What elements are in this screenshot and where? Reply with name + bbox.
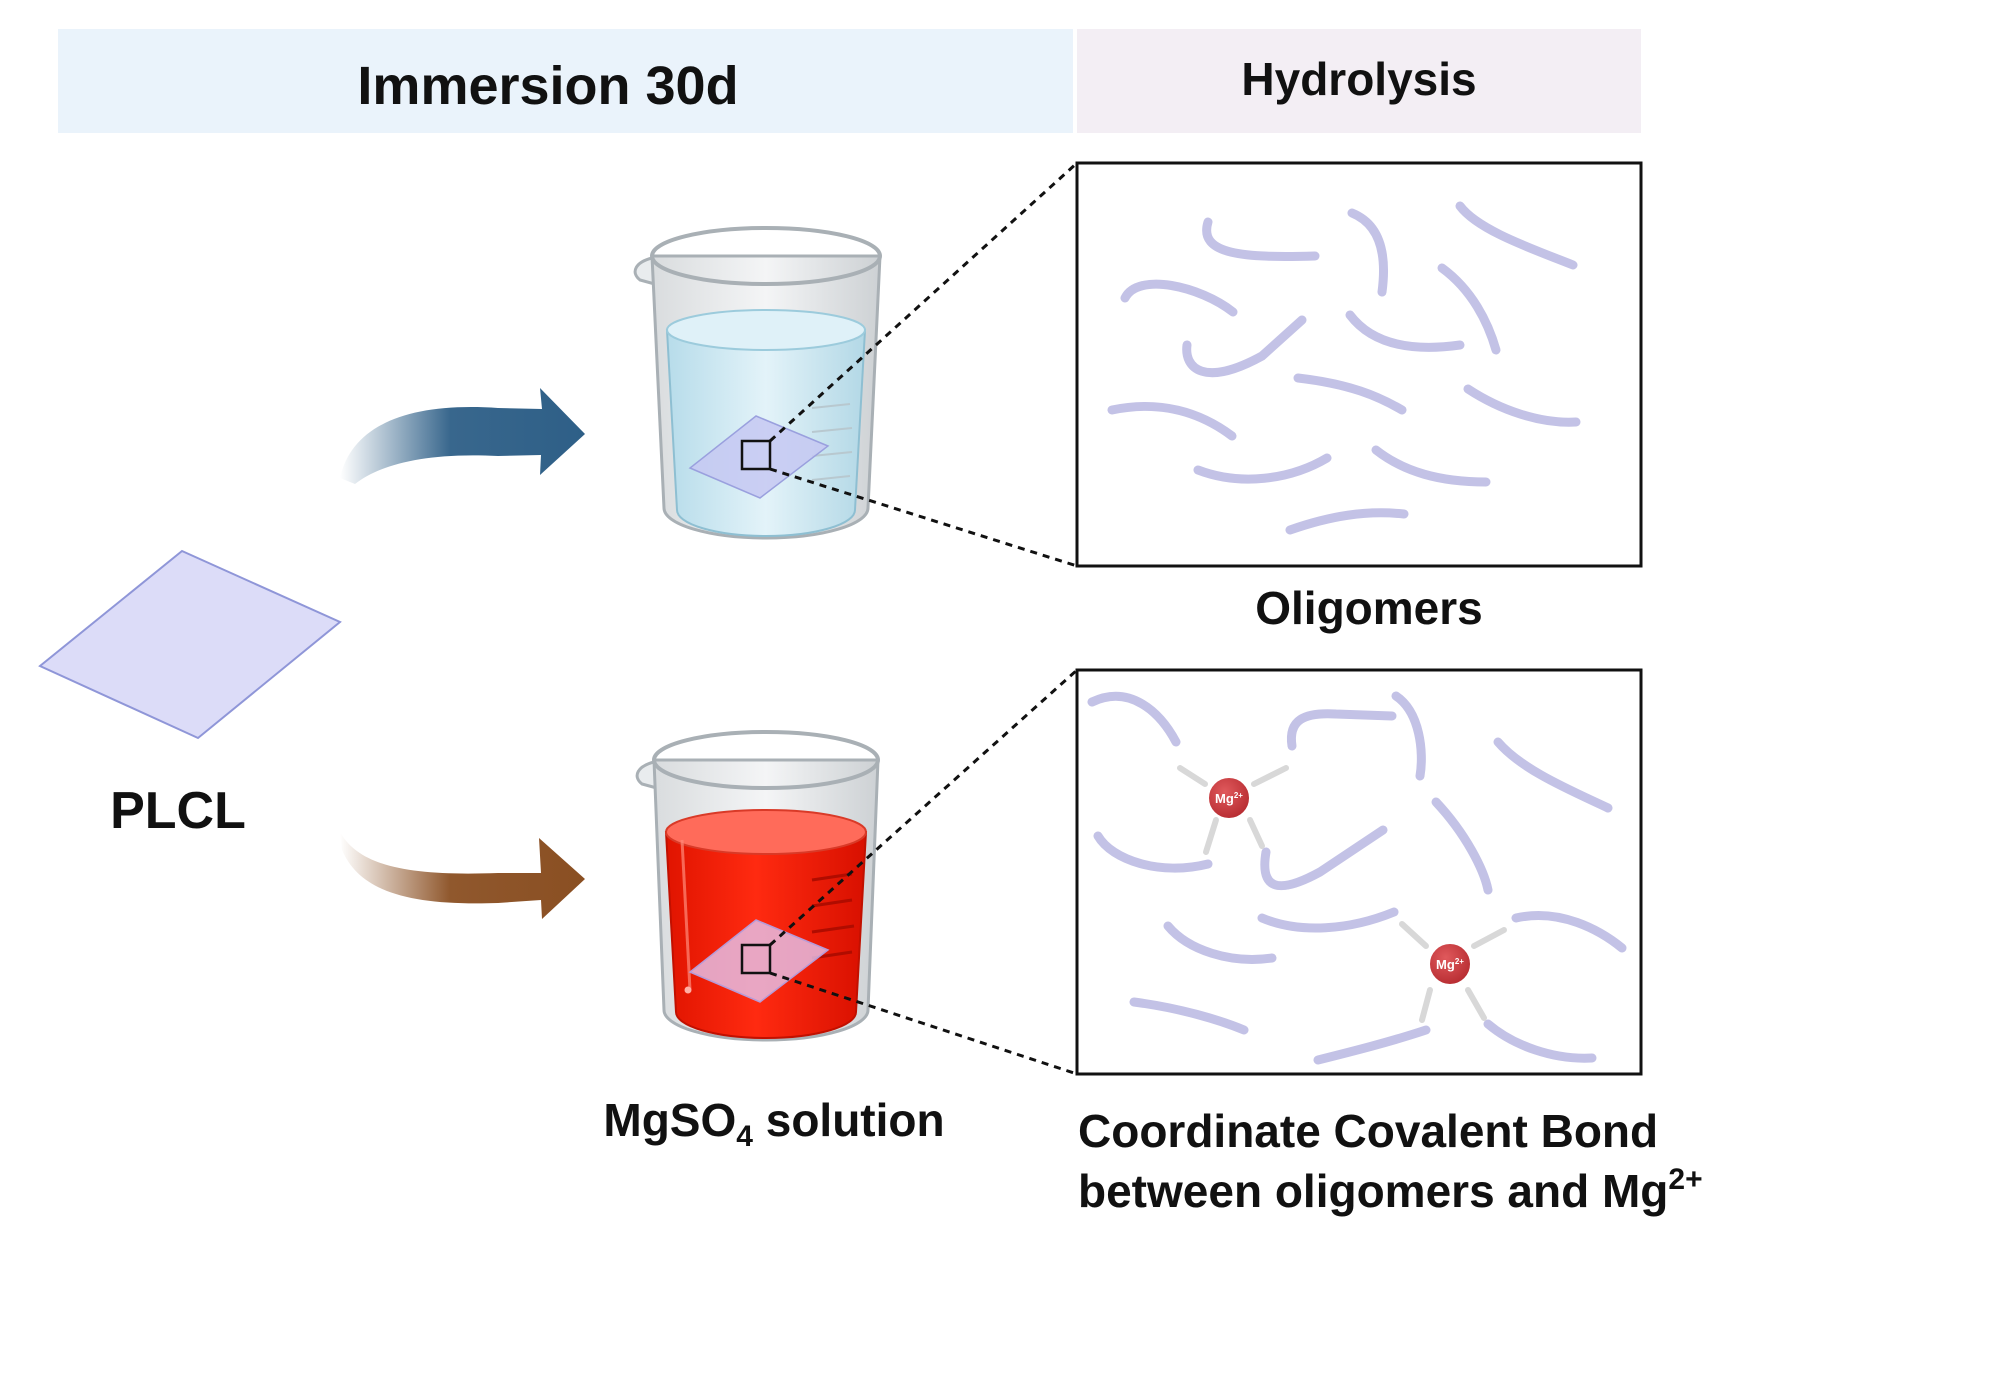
oligomers-panel-frame	[1075, 161, 1643, 568]
coordinate-bond	[1399, 921, 1429, 949]
oligomer-chain	[1371, 445, 1491, 487]
zoom-line-bottom-upper	[768, 668, 1079, 947]
oligomer-chain	[1391, 691, 1426, 781]
coordinate-bond	[1247, 817, 1265, 849]
oligomer-chain	[1129, 997, 1249, 1035]
oligomer-chain	[1511, 911, 1627, 953]
arrow-to-mgso4	[340, 832, 585, 919]
oligomer-chain	[1437, 263, 1501, 355]
oligomer-chain	[1483, 1019, 1597, 1063]
zoom-line-top-lower	[769, 467, 1078, 568]
oligomers-caption: Oligomers	[1255, 582, 1483, 634]
coordination-panel: Mg2+ Mg2+	[1075, 668, 1643, 1076]
beaker-mgso4-bubble	[684, 986, 692, 994]
beaker-water-surface	[666, 309, 866, 351]
oligomer-chain	[1293, 373, 1407, 415]
mg-ion: Mg2+	[1428, 942, 1472, 986]
oligomer-chain	[1431, 797, 1493, 895]
oligomer-chain	[1093, 831, 1213, 873]
zoom-marker-top	[740, 439, 772, 471]
beaker-water	[633, 226, 882, 540]
coordinate-bond	[1203, 817, 1219, 855]
oligomer-chain	[1345, 310, 1465, 352]
coordinate-bond	[1177, 765, 1208, 787]
header-immersion-band	[58, 29, 1073, 133]
mg-ion-sphere	[1207, 776, 1251, 820]
oligomer-chain	[1193, 453, 1332, 484]
coordination-caption-line1: Coordinate Covalent Bond	[1078, 1105, 1658, 1157]
oligomer-chain	[1493, 737, 1613, 813]
mg-ion: Mg2+	[1207, 776, 1251, 820]
coordinate-bond	[1251, 765, 1289, 787]
oligomer-chain	[1120, 279, 1238, 317]
mg-ion-sphere	[1428, 942, 1472, 986]
oligomer-chain	[1260, 825, 1388, 891]
oligomer-chain	[1313, 1025, 1431, 1065]
coordinate-bond	[1465, 987, 1487, 1021]
plcl-label: PLCL	[110, 782, 246, 840]
beaker-mgso4-film	[688, 919, 830, 1003]
beaker-mgso4-tick	[811, 898, 853, 908]
oligomer-chain	[1163, 921, 1277, 964]
header-hydrolysis-band	[1077, 29, 1641, 133]
oligomer-chain	[1257, 907, 1399, 933]
beaker-mgso4-surface	[665, 809, 867, 855]
beaker-water-rim	[650, 226, 882, 286]
arrow-to-water	[340, 388, 585, 484]
beaker-water-tick	[811, 475, 851, 481]
beaker-water-tick	[811, 451, 853, 457]
mgso4-solution-label: MgSO4 solution	[603, 1094, 944, 1153]
beaker-water-tick	[811, 427, 853, 433]
header-immersion-label: Immersion 30d	[357, 56, 738, 116]
oligomer-chain	[1285, 508, 1409, 535]
oligomer-chain	[1202, 217, 1320, 261]
coordination-caption-line2: between oligomers and Mg2+	[1078, 1163, 1703, 1217]
zoom-marker-bottom	[740, 943, 772, 975]
beaker-mgso4-rim	[652, 730, 880, 790]
coordinate-bond	[1419, 987, 1433, 1023]
oligomer-chain	[1087, 691, 1181, 747]
beaker-water-film	[688, 415, 830, 499]
mg-ion-label: Mg2+	[1436, 957, 1464, 972]
oligomers-panel	[1075, 161, 1643, 568]
oligomer-chain	[1286, 709, 1397, 751]
oligomer-chain	[1347, 208, 1388, 297]
zoom-line-top-upper	[768, 161, 1079, 443]
beaker-mgso4-tick	[811, 924, 855, 934]
zoom-line-bottom-lower	[769, 971, 1078, 1076]
beaker-mgso4	[635, 730, 880, 1042]
plcl-film	[38, 549, 342, 740]
oligomer-chain	[1463, 384, 1581, 427]
oligomer-chain	[1455, 201, 1578, 270]
beaker-mgso4-highlight	[680, 839, 692, 991]
oligomer-chain	[1182, 315, 1307, 378]
coordinate-bond	[1471, 927, 1507, 949]
mg-ion-label: Mg2+	[1215, 791, 1243, 806]
header-hydrolysis-label: Hydrolysis	[1241, 53, 1476, 105]
beaker-water-tick	[811, 403, 851, 409]
beaker-mgso4-tick	[811, 872, 853, 882]
oligomer-chain	[1107, 401, 1237, 441]
